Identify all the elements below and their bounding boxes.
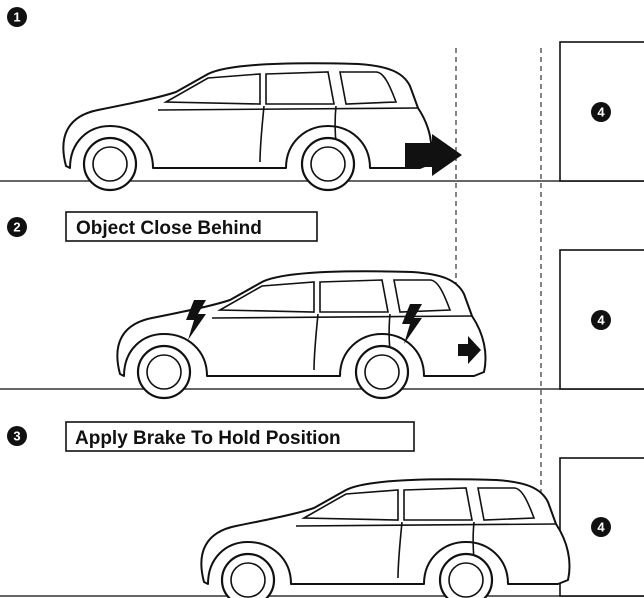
- svg-text:4: 4: [597, 520, 605, 535]
- car-icon: [62, 62, 433, 192]
- step-2-label-box: [65, 211, 318, 242]
- step-2-badge: 2: [7, 217, 27, 237]
- svg-text:3: 3: [13, 429, 20, 444]
- car-icon: [200, 478, 571, 598]
- car-icon: [116, 270, 487, 400]
- obstacle-badge-3: 4: [591, 517, 611, 537]
- arrow-right-icon: [458, 336, 481, 364]
- obstacle-badge-1: 4: [591, 102, 611, 122]
- svg-text:4: 4: [597, 105, 605, 120]
- svg-text:1: 1: [13, 10, 20, 25]
- step-1-badge: 1: [7, 7, 27, 27]
- svg-text:2: 2: [13, 220, 20, 235]
- step-3-label: Apply Brake To Hold Position: [75, 428, 341, 449]
- arrow-right-icon: [405, 134, 462, 176]
- step-2-label: Object Close Behind: [76, 218, 262, 239]
- obstacle-badge-2: 4: [591, 310, 611, 330]
- step-3-badge: 3: [7, 426, 27, 446]
- step-3-label-box: [65, 421, 415, 452]
- svg-text:4: 4: [597, 313, 605, 328]
